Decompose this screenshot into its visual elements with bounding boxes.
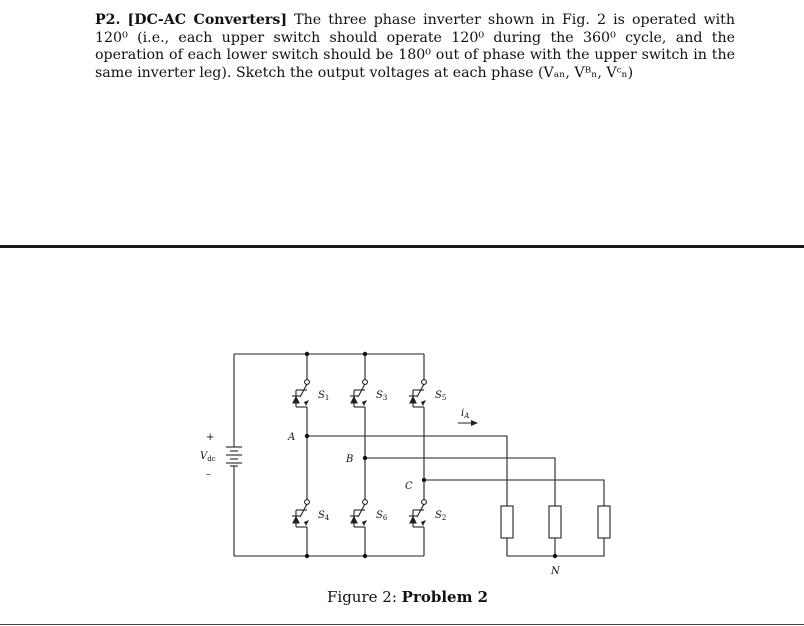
switch-s1-icon	[292, 379, 310, 408]
problem-number: P2.	[95, 12, 121, 28]
switch-s4-icon	[292, 499, 310, 528]
current-arrow-head	[471, 420, 478, 426]
phase-c-line	[424, 479, 605, 506]
load-resistor-a	[500, 505, 514, 539]
switch-s2-label: S2	[435, 510, 446, 522]
junction-dot	[304, 351, 310, 357]
current-label: iA	[461, 408, 469, 420]
switch-s6-label: S6	[376, 510, 388, 522]
problem-statement: P2. [DC-AC Converters] The three phase i…	[95, 12, 735, 82]
switch-s4-label: S4	[318, 510, 330, 522]
caption-title: Problem 2	[401, 588, 489, 606]
figure-caption: Figure 2: Problem 2	[327, 588, 488, 606]
switch-s2-icon	[409, 499, 427, 528]
switch-s3-icon	[350, 379, 368, 408]
node-n-label: N	[550, 566, 561, 577]
phase-a-line	[307, 435, 508, 506]
junction-dot	[362, 351, 368, 357]
load-resistor-c	[597, 505, 611, 539]
section-divider	[0, 245, 804, 248]
neutral-dot	[552, 553, 558, 559]
caption-prefix: Figure 2:	[327, 588, 397, 606]
switch-s5-icon	[409, 379, 427, 408]
switch-s5-label: S5	[435, 390, 446, 402]
node-a-label: A	[287, 432, 295, 443]
problem-topic: [DC-AC Converters]	[127, 12, 288, 28]
node-c-label: C	[405, 481, 413, 492]
switch-s1-label: S1	[318, 390, 329, 402]
problem-line-1: The three phase inverter shown in Fig. 2…	[95, 12, 735, 46]
vdc-plus-label: +	[206, 432, 214, 443]
problem-line-4: Sketch the output voltages at each phase…	[235, 64, 634, 81]
inverter-circuit-diagram: + – Vdc A B C N iA S1 S3 S5 S4 S6 S2	[200, 351, 611, 577]
problem-line-3: lower switch should be 180⁰ out of phase…	[95, 47, 736, 81]
phase-b-line	[365, 457, 556, 506]
vdc-label: Vdc	[200, 451, 216, 463]
switch-s6-icon	[350, 499, 368, 528]
problem-line-2: (i.e., each upper switch should operate …	[95, 29, 735, 64]
load-resistor-b	[548, 505, 562, 539]
node-a-dot	[304, 433, 310, 439]
switch-s3-label: S3	[376, 390, 387, 402]
node-b-dot	[362, 455, 368, 461]
junction-dot	[362, 553, 368, 559]
junction-dot	[304, 553, 310, 559]
dc-source-icon	[226, 446, 242, 467]
bottom-border	[0, 624, 804, 625]
node-c-dot	[421, 477, 427, 483]
vdc-minus-label: –	[206, 469, 211, 480]
node-b-label: B	[345, 454, 353, 465]
